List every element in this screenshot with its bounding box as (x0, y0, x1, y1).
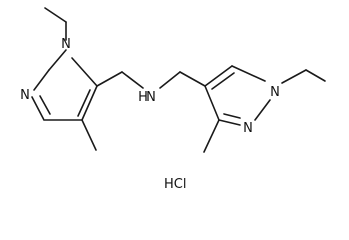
chemical-structure-diagram: N N N H N N HCl (20, 7, 326, 192)
bond-n2-c3-right (218, 119, 241, 126)
atom-label-h-amine: H (138, 90, 148, 105)
bond-c2-n2-left-double (39, 95, 51, 115)
atom-label-n-amine: N (146, 90, 156, 105)
bond-ch2-nh-left (121, 71, 144, 89)
atom-label-n-ethyl-left: N (61, 37, 71, 52)
bond-ring-ch2-left (96, 71, 123, 87)
right-ethyl-group (281, 69, 326, 84)
bond-c4-c3-left-double (77, 89, 91, 117)
bond-c4-c5-right-double (211, 72, 235, 90)
salt-label: HCl (164, 177, 186, 192)
bond-c2-n2-left (31, 96, 45, 121)
bond-ch2-ch3-right (305, 69, 326, 82)
atom-label-n-ring-right: N (243, 121, 253, 136)
bond-methyl-right (203, 119, 220, 153)
bond-n1-c5-left (48, 49, 67, 71)
bond-n1-n2-right (254, 99, 271, 121)
bond-methyl-left (81, 119, 97, 151)
bond-c5-c4-left (71, 57, 98, 87)
right-pyrazole-ring (204, 65, 271, 126)
atom-label-n-ring-left: N (20, 88, 30, 103)
bond-n-ch2-right (281, 69, 307, 84)
bond-c5-n1-right (231, 65, 266, 82)
left-ethyl-group (44, 7, 67, 41)
bond-n2-c3-right-double (223, 113, 241, 119)
bond-ch2-ch3-left (44, 7, 67, 23)
bond-c4-c3-left (81, 85, 98, 121)
left-pyrazole-ring (31, 49, 98, 121)
bond-c5-n2-left (33, 69, 50, 91)
bond-c3-c4-right (204, 85, 220, 121)
bond-c4-c5-right (204, 65, 233, 87)
atom-label-n-ethyl-right: N (270, 85, 280, 100)
bond-nh-ch2-right (159, 71, 181, 89)
bond-ch2-ring-right (179, 71, 206, 87)
